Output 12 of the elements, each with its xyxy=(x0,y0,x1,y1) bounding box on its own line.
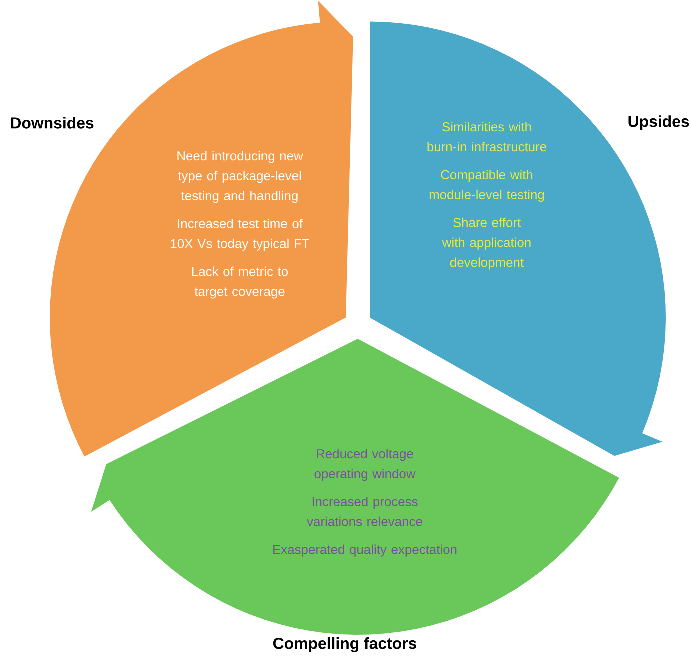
segment-heading: Downsides xyxy=(11,117,94,129)
bullet-text: Lack of metric to target coverage xyxy=(192,266,288,299)
bullet-text: Reduced voltage operating window xyxy=(314,449,416,482)
segment-heading: Upsides xyxy=(628,116,690,130)
bullet-text: Need introducing new type of package-level testing and handling xyxy=(178,151,304,204)
bullet-text: Increased test time of 10X Vs today typical FT xyxy=(171,218,310,251)
segment-heading: Compelling factors xyxy=(273,638,417,652)
bullet-text: Increased process variations relevance xyxy=(307,496,422,526)
bullet-text: Share effort with application development xyxy=(442,218,531,270)
bullet-text: Similarities with burn-in infrastructure xyxy=(428,122,546,152)
bullet-text: Exasperated quality expectation xyxy=(274,544,457,557)
bullet-text: Compatible with module-level testing xyxy=(430,170,544,202)
